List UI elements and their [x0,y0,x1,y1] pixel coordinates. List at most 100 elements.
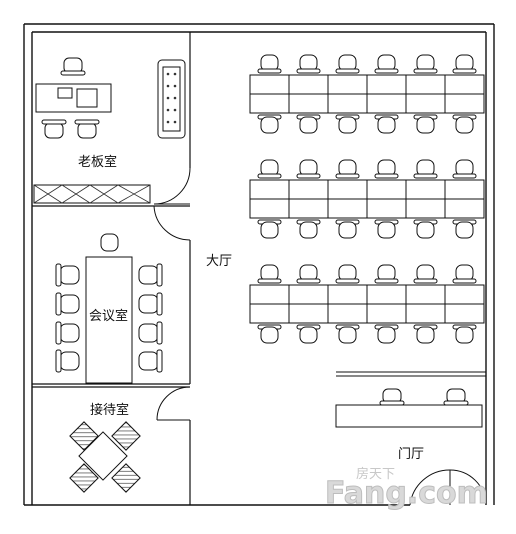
desk [405,74,446,95]
reception-chair-sw [69,463,99,493]
office-chair [452,114,477,134]
boss-office [33,57,186,204]
door-swings [153,167,487,506]
guest-chair-right [77,122,97,139]
reception-desk [335,404,483,428]
reception-room [69,421,141,493]
office-chair [335,114,360,134]
desk [327,198,368,219]
meeting-chair-left-4 [55,349,80,373]
office-chair [413,324,438,344]
reception-chair-se [111,463,141,493]
desk [249,74,290,95]
office-chair [374,324,399,344]
reception-chair-nw [69,421,99,451]
desk [288,74,329,95]
office-chair [413,219,438,239]
desk [288,179,329,200]
meeting-chair-right-3 [138,321,163,345]
desk [327,74,368,95]
desk-monitor [76,88,98,108]
office-chair [257,54,282,74]
office-chair [296,324,321,344]
meeting-table [85,256,133,384]
receptionist-chair-right [443,388,469,406]
office-chair [296,219,321,239]
desk [405,179,446,200]
office-chair [374,159,399,179]
desk [327,93,368,114]
meeting-chair-right-2 [138,292,163,316]
desk [444,93,485,114]
desk [288,284,329,305]
lobby-desk-area [335,371,486,428]
desk [366,198,407,219]
office-chair [296,54,321,74]
desk [249,179,290,200]
desk [444,303,485,324]
desk-phone [57,87,73,99]
office-chair [374,264,399,284]
office-chair [257,219,282,239]
office-chair [374,114,399,134]
meeting-chair-left-3 [55,321,80,345]
office-chair [257,264,282,284]
desk [366,74,407,95]
meeting-chair-head [100,233,119,252]
reception-table [78,431,128,481]
desk [366,179,407,200]
main-hall-label: 大厅 [206,254,232,269]
desk [249,93,290,114]
boss-desk [35,83,112,113]
desk [444,74,485,95]
desk [405,284,446,305]
meeting-chair-left-2 [55,292,80,316]
office-chair [452,159,477,179]
meeting-chair-right-1 [138,263,163,287]
cabinet-crosses [33,184,151,204]
outer-walls [23,23,495,506]
office-chair [296,159,321,179]
desk [249,198,290,219]
desk [405,198,446,219]
office-chair [413,159,438,179]
desk [405,303,446,324]
office-chair [335,324,360,344]
desk [327,179,368,200]
workstation-cluster-3 [249,264,485,344]
desk [366,303,407,324]
desk [249,303,290,324]
office-chair [374,219,399,239]
office-chair [452,264,477,284]
desk [288,93,329,114]
office-chair [452,54,477,74]
desk [327,284,368,305]
meeting-chair-left-1 [55,263,80,287]
office-chair [257,324,282,344]
reception-chair-ne [111,421,141,451]
office-chair [257,159,282,179]
watermark-brand: Fang.com [325,476,488,511]
meeting-chairs-left [55,263,80,373]
office-chair [452,219,477,239]
sofa-dots [166,72,177,124]
office-chair [296,264,321,284]
watermark-tagline: 房天下 [356,466,395,482]
meeting-room-label: 会议室 [89,308,128,324]
boss-cabinet [33,184,151,204]
desk [444,284,485,305]
guest-chair-left [44,122,64,139]
office-chair [413,54,438,74]
office-chair [335,219,360,239]
desk [366,93,407,114]
interior-walls [32,32,191,505]
office-chair [335,264,360,284]
office-chair [413,114,438,134]
workstation-cluster-1 [249,54,485,134]
boss-office-label: 老板室 [78,154,117,170]
meeting-room [55,233,163,384]
desk [444,198,485,219]
office-chair [452,324,477,344]
workstation-cluster-2 [249,159,485,239]
